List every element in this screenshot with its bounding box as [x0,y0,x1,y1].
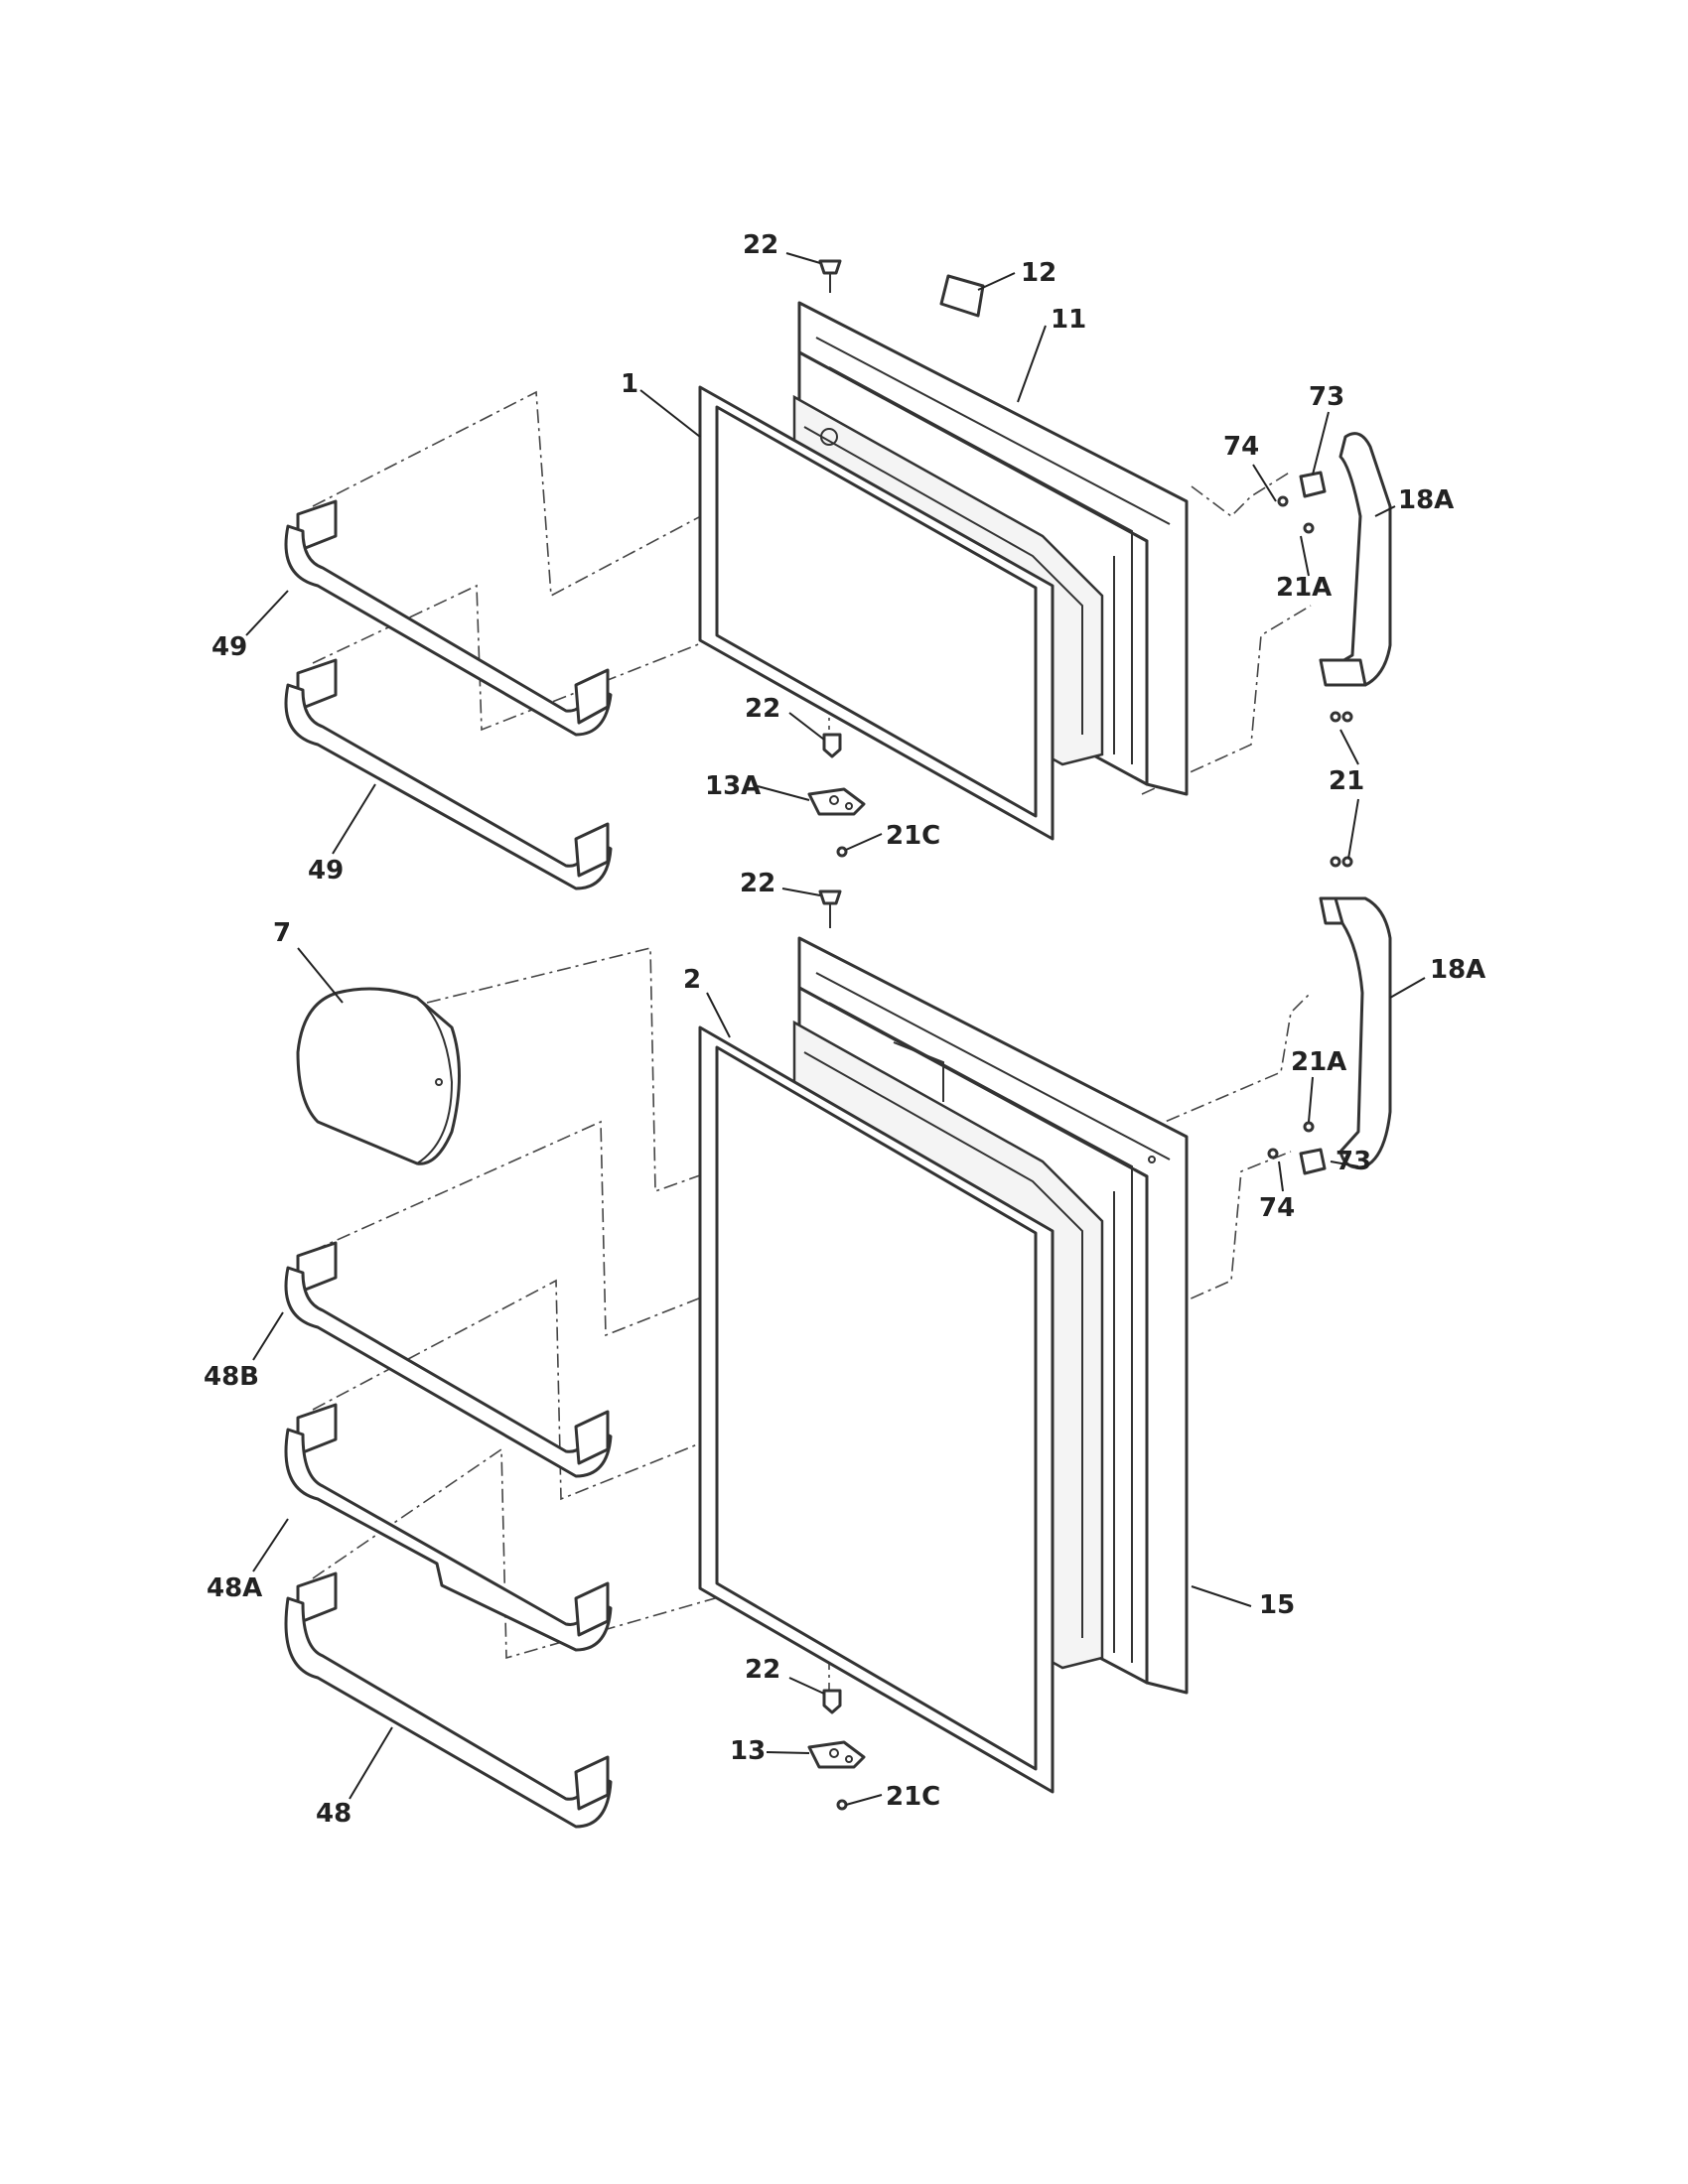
screw-21a-lower [1303,1121,1315,1133]
label-11: 11 [1051,305,1086,335]
leader-lines [245,252,1426,1806]
handle-cap-73-lower [1299,1148,1327,1175]
label-plate [939,274,985,318]
screws-21-lower [1330,856,1353,868]
screw-74-lower [1267,1148,1279,1160]
label-22-top-lower: 22 [740,869,775,898]
hinge-pin-lower-upper [822,733,842,758]
label-13a: 13A [705,771,761,801]
label-73-upper: 73 [1309,382,1344,412]
label-48a: 48A [207,1573,262,1603]
handle-cap-73-upper [1299,471,1327,498]
label-2: 2 [683,965,701,995]
screw-21a-upper [1303,522,1315,534]
label-48: 48 [316,1799,352,1829]
label-15: 15 [1259,1590,1295,1620]
fresh-food-handle [1319,896,1392,1169]
door-shelf-48 [284,1571,613,1829]
label-21: 21 [1329,766,1364,796]
label-18a-lower: 18A [1430,955,1485,985]
bottom-hinge-13 [807,1740,866,1769]
screw-74-upper [1277,495,1289,507]
freezer-door-gasket [698,385,1055,841]
label-22-top-upper: 22 [743,230,778,260]
screw-21c-lower [836,1799,848,1811]
freezer-handle [1319,432,1392,687]
label-22-bottom-lower: 22 [745,1655,780,1685]
label-49-upper: 49 [211,632,247,662]
dairy-compartment-cover [296,987,461,1165]
label-1: 1 [621,369,638,399]
hinge-pin-top-lower [818,889,842,928]
label-12: 12 [1021,258,1056,288]
label-74-upper: 74 [1223,432,1259,462]
part-number-labels: 22 12 11 1 73 74 18A 21A 49 49 22 13A 21… [204,230,1485,1829]
label-21a-lower: 21A [1291,1047,1346,1077]
label-21c-lower: 21C [886,1782,940,1812]
label-18a-upper: 18A [1398,485,1454,515]
screw-21c-upper [836,846,848,858]
screws-21-upper [1330,711,1353,723]
label-22-lower-upper: 22 [745,694,780,724]
freezer-door-shelf-upper [284,499,613,737]
label-21a-upper: 21A [1276,573,1332,603]
door-shelf-48b [284,1241,613,1478]
center-hinge-13a [807,787,866,816]
label-48b: 48B [204,1362,259,1392]
label-13: 13 [730,1736,766,1766]
label-21c-upper: 21C [886,821,940,851]
freezer-door-shelf-lower [284,658,613,890]
hinge-pin-top-upper [818,259,842,293]
hinge-pin-bottom-lower [822,1689,842,1714]
door-shelf-48a [284,1403,613,1652]
label-73-lower: 73 [1336,1147,1371,1176]
label-49-lower: 49 [308,856,344,886]
label-74-lower: 74 [1259,1193,1295,1223]
label-7: 7 [273,918,291,948]
fresh-food-door-gasket [698,1025,1055,1794]
